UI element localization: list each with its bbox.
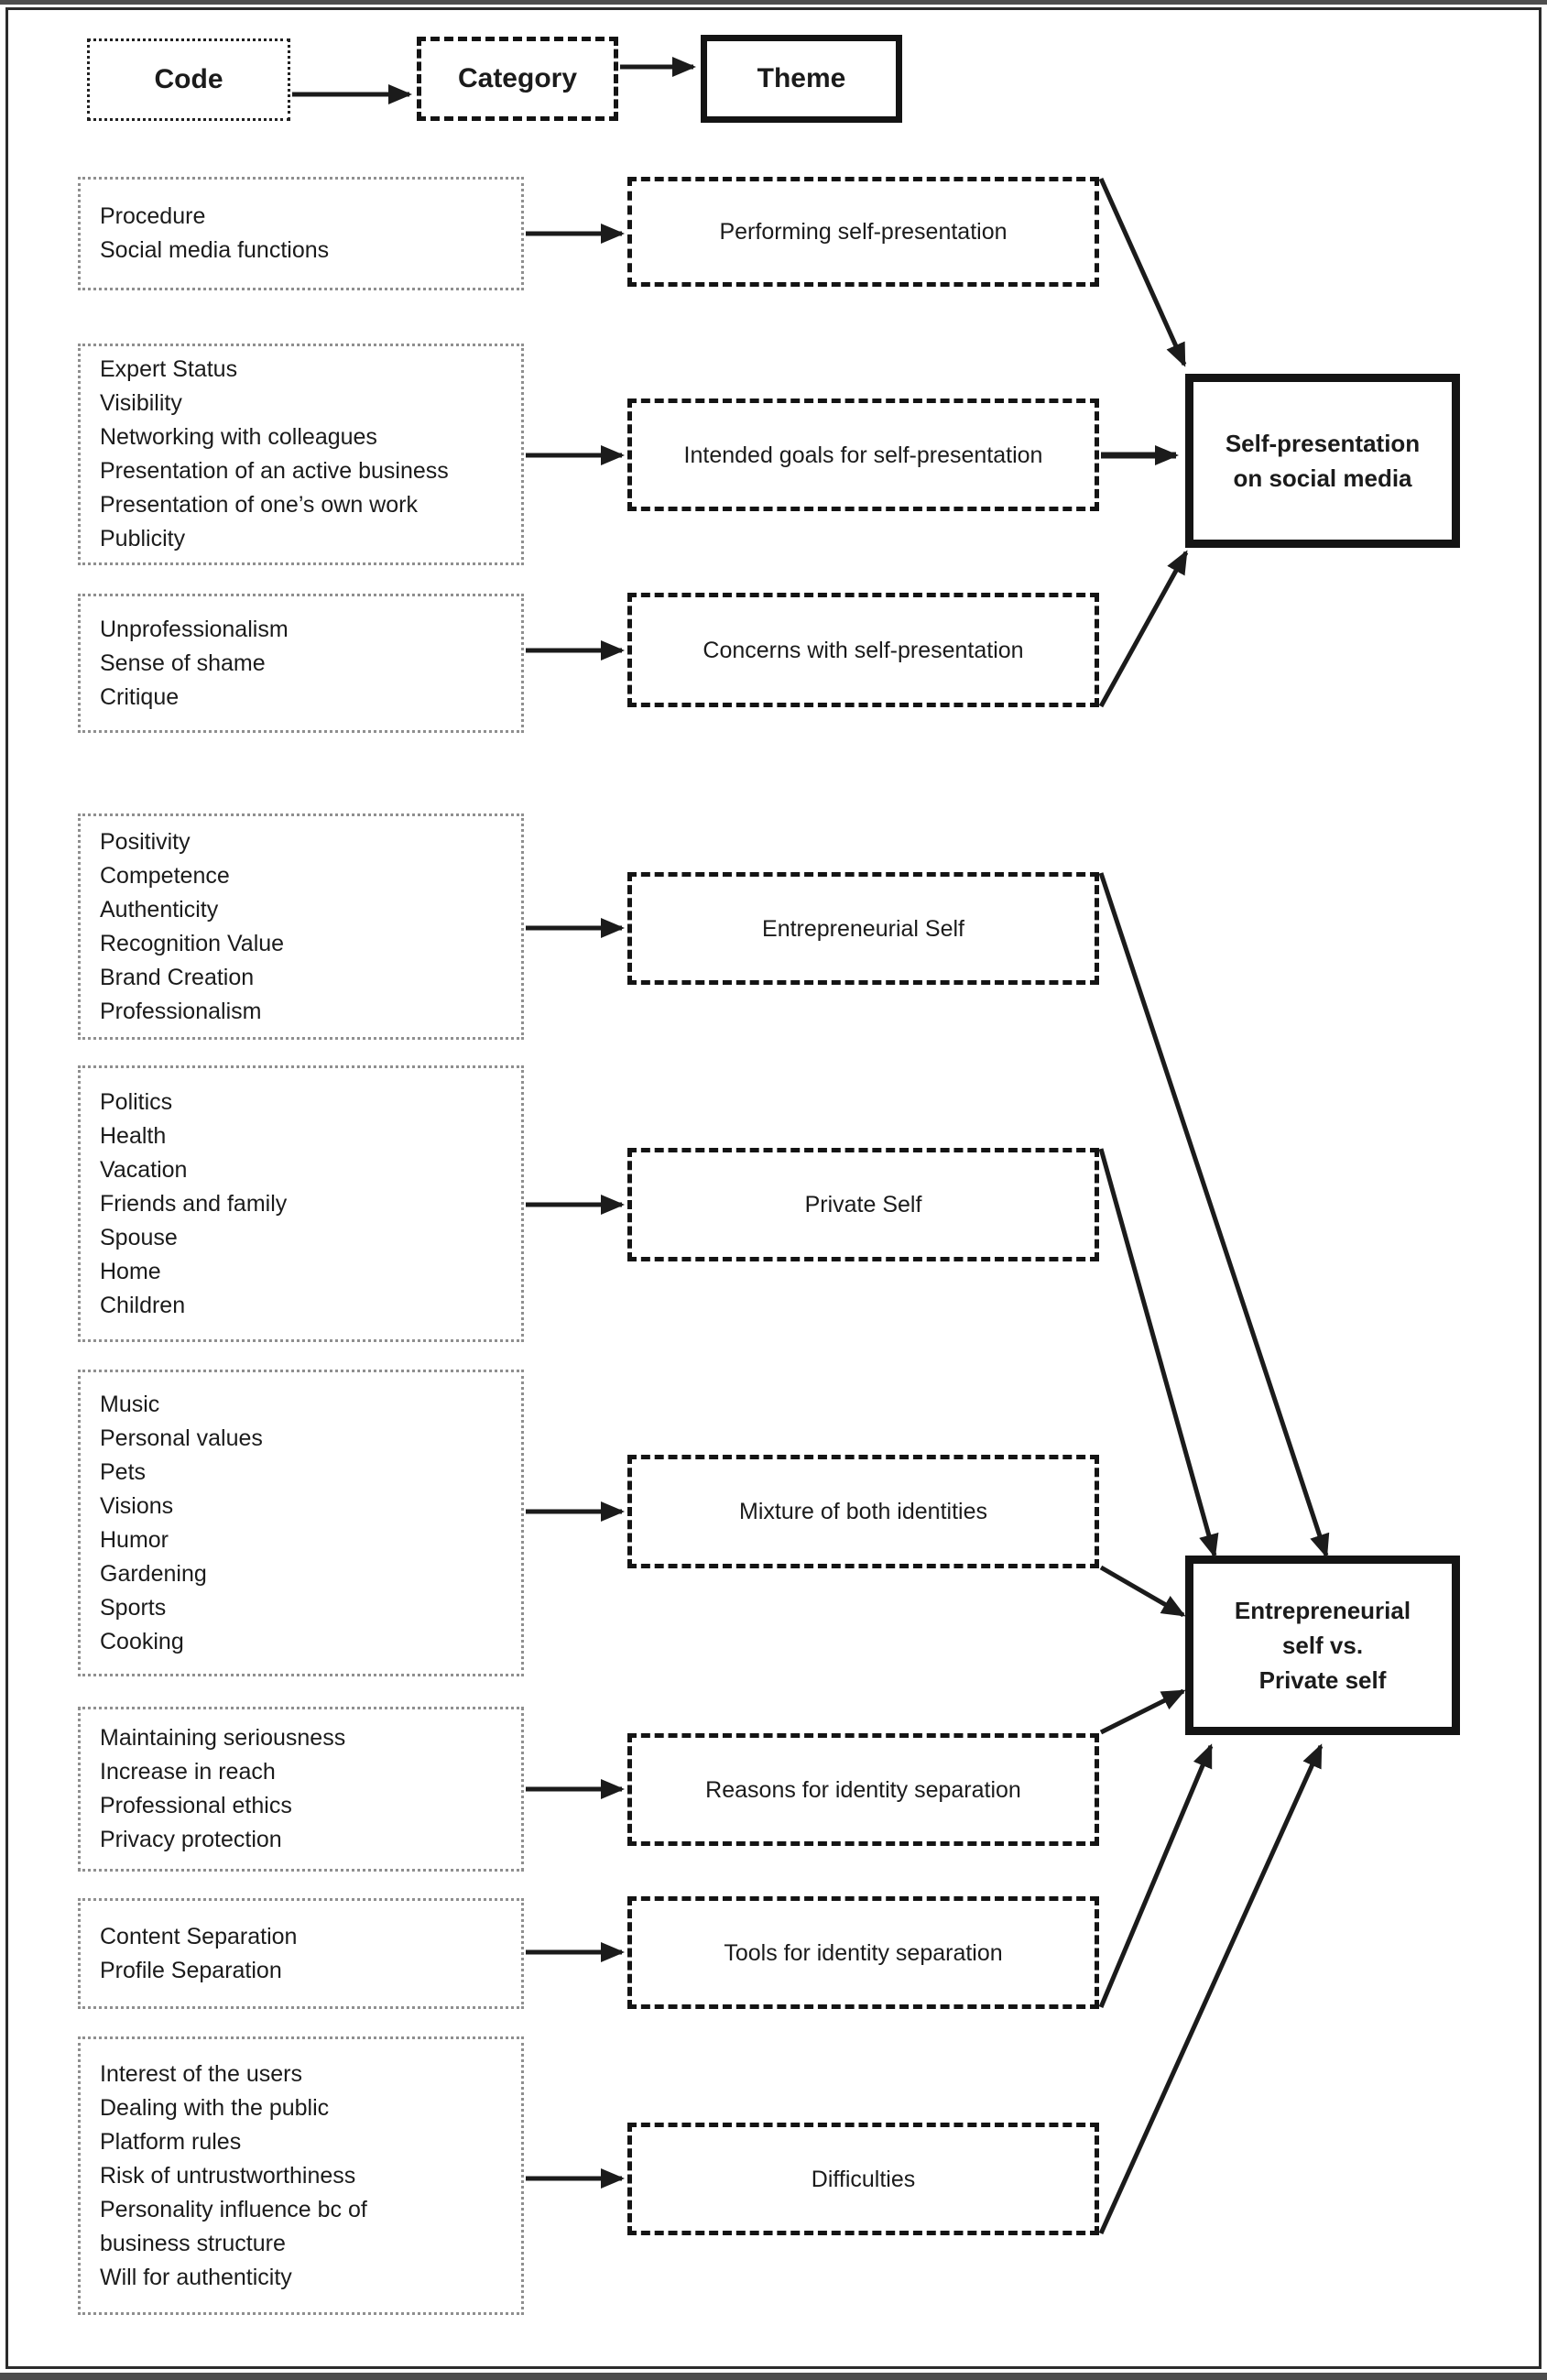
- figure-border: [5, 7, 1542, 2369]
- category-box-concerns: Concerns with self-presentation: [627, 593, 1099, 707]
- code-item: Personality influence bc of business str…: [100, 2196, 367, 2256]
- category-label: Tools for identity separation: [724, 1939, 1003, 1966]
- category-label: Performing self-presentation: [719, 219, 1008, 245]
- code-item: Will for authenticity: [100, 2264, 292, 2290]
- code-item: Expert Status: [100, 356, 238, 382]
- category-box-mixture: Mixture of both identities: [627, 1455, 1099, 1568]
- category-box-performing: Performing self-presentation: [627, 177, 1099, 287]
- code-item: Procedure: [100, 203, 206, 229]
- code-item: Professional ethics: [100, 1793, 292, 1818]
- theme-line: Self-presentation: [1225, 430, 1421, 457]
- code-item: Presentation of an active business: [100, 458, 449, 484]
- code-item: Competence: [100, 862, 230, 889]
- legend-category-box: Category: [417, 37, 618, 121]
- code-item: Children: [100, 1292, 186, 1318]
- theme-box-entrepreneurial-vs-private: Entrepreneurial self vs. Private self: [1185, 1556, 1460, 1735]
- code-item: Dealing with the public: [100, 2094, 330, 2121]
- category-label: Reasons for identity separation: [705, 1776, 1021, 1803]
- code-item: Unprofessionalism: [100, 616, 289, 642]
- theme-line: Entrepreneurial: [1234, 1597, 1411, 1624]
- code-item: Increase in reach: [100, 1759, 276, 1785]
- category-label: Intended goals for self-presentation: [683, 442, 1043, 468]
- code-item: Pets: [100, 1458, 147, 1485]
- category-label: Concerns with self-presentation: [703, 637, 1024, 663]
- code-item: Presentation of one’s own work: [100, 492, 418, 518]
- category-label: Difficulties: [811, 2166, 916, 2192]
- code-item: Profile Separation: [100, 1957, 282, 1983]
- code-item: Recognition Value: [100, 930, 285, 956]
- scan-edge-top: [0, 0, 1547, 5]
- code-box-mixture: Music Personal values Pets Visions Humor…: [78, 1370, 524, 1676]
- code-box-concerns: Unprofessionalism Sense of shame Critiqu…: [78, 594, 524, 733]
- code-item: Platform rules: [100, 2128, 242, 2155]
- category-label: Private Self: [804, 1192, 922, 1217]
- theme-line: Private self: [1258, 1666, 1387, 1694]
- code-item: Interest of the users: [100, 2060, 302, 2087]
- code-box-reasons: Maintaining seriousness Increase in reac…: [78, 1707, 524, 1872]
- code-item: Privacy protection: [100, 1827, 282, 1852]
- arrow-private-self-to-theme2: [1098, 1148, 1219, 1558]
- code-item: Maintaining seriousness: [100, 1725, 346, 1751]
- arrow-tools-to-theme2: [1098, 1743, 1214, 2008]
- arrow-entrepreneurial-self-to-theme2: [1098, 872, 1330, 1558]
- code-item: Visions: [100, 1492, 174, 1519]
- code-item: Vacation: [100, 1156, 188, 1183]
- code-box-performing: Procedure Social media functions: [78, 177, 524, 290]
- category-label: Entrepreneurial Self: [762, 915, 964, 942]
- code-item: Visibility: [100, 390, 182, 416]
- theme-line: self vs.: [1281, 1632, 1364, 1659]
- code-item: Personal values: [100, 1425, 263, 1451]
- category-box-goals: Intended goals for self-presentation: [627, 398, 1099, 511]
- code-item: Gardening: [100, 1560, 207, 1587]
- code-item: Content Separation: [100, 1923, 298, 1949]
- legend-theme-label: Theme: [757, 63, 846, 93]
- code-item: Cooking: [100, 1628, 184, 1654]
- category-box-tools: Tools for identity separation: [627, 1896, 1099, 2009]
- code-item: Friends and family: [100, 1190, 288, 1217]
- arrow-concerns-to-theme1: [1098, 550, 1189, 708]
- code-item: Brand Creation: [100, 964, 255, 990]
- code-item: Networking with colleagues: [100, 424, 377, 450]
- code-item: Politics: [100, 1088, 173, 1115]
- code-item: Health: [100, 1122, 167, 1149]
- code-item: Sports: [100, 1594, 167, 1621]
- legend-code-label: Code: [154, 64, 223, 94]
- code-box-difficulties: Interest of the users Dealing with the p…: [78, 2036, 524, 2315]
- code-item: Social media functions: [100, 237, 330, 263]
- code-item: Spouse: [100, 1224, 178, 1250]
- code-box-tools: Content Separation Profile Separation: [78, 1898, 524, 2009]
- code-item: Professionalism: [100, 998, 262, 1024]
- category-label: Mixture of both identities: [739, 1499, 987, 1524]
- code-item: Publicity: [100, 526, 186, 551]
- category-box-difficulties: Difficulties: [627, 2123, 1099, 2235]
- code-item: Critique: [100, 683, 180, 710]
- code-item: Risk of untrustworthiness: [100, 2162, 356, 2189]
- legend-theme-box: Theme: [701, 35, 902, 123]
- theme-box-self-presentation: Self-presentation on social media: [1185, 374, 1460, 548]
- arrow-mixture-to-theme2: [1099, 1565, 1186, 1618]
- code-item: Authenticity: [100, 896, 219, 923]
- legend-code-box: Code: [87, 38, 290, 121]
- code-box-entrepreneurial: Positivity Competence Authenticity Recog…: [78, 813, 524, 1040]
- theme-line: on social media: [1233, 464, 1412, 492]
- code-item: Home: [100, 1258, 161, 1284]
- arrow-reasons-to-theme2: [1099, 1688, 1186, 1735]
- code-item: Sense of shame: [100, 650, 266, 676]
- code-item: Positivity: [100, 828, 191, 855]
- code-item: Humor: [100, 1526, 169, 1553]
- scan-edge-bottom: [0, 2373, 1547, 2380]
- category-box-entrepreneurial-self: Entrepreneurial Self: [627, 872, 1099, 985]
- category-box-private-self: Private Self: [627, 1148, 1099, 1261]
- category-box-reasons: Reasons for identity separation: [627, 1733, 1099, 1846]
- code-item: Music: [100, 1391, 160, 1417]
- code-box-goals: Expert Status Visibility Networking with…: [78, 344, 524, 565]
- arrow-difficulties-to-theme2: [1098, 1743, 1324, 2235]
- arrow-performing-to-theme1: [1098, 177, 1187, 367]
- legend-category-label: Category: [457, 63, 578, 93]
- code-box-private: Politics Health Vacation Friends and fam…: [78, 1065, 524, 1342]
